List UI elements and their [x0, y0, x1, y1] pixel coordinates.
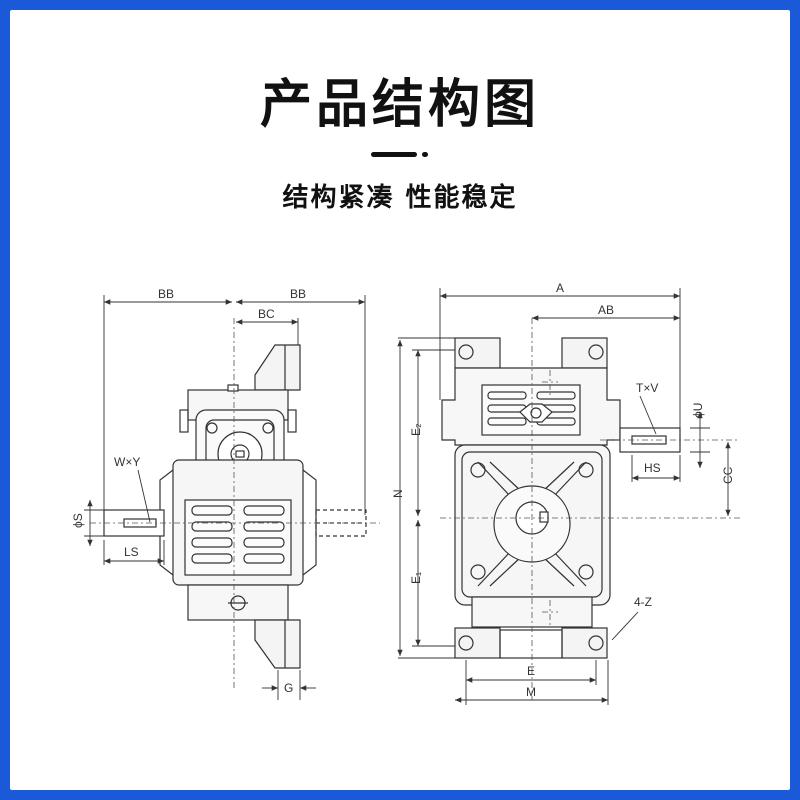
- label-m: M: [526, 685, 536, 699]
- label-bc: BC: [258, 307, 275, 321]
- label-phi-u: ϕU: [691, 403, 705, 418]
- page-subtitle: 结构紧凑 性能稳定: [282, 183, 518, 213]
- label-4z: 4-Z: [634, 595, 652, 609]
- title-underline-dot: [422, 152, 428, 157]
- label-bb-left: BB: [158, 287, 174, 301]
- label-wxy: W×Y: [114, 455, 140, 469]
- label-e2: E₂: [409, 423, 423, 436]
- label-cc: CC: [721, 466, 735, 484]
- title-underline: [371, 152, 417, 157]
- label-ls: LS: [124, 545, 139, 559]
- label-ab: AB: [598, 303, 614, 317]
- front-view: [441, 337, 681, 659]
- side-view: [103, 344, 367, 669]
- label-e: E: [527, 664, 535, 678]
- label-n: N: [391, 489, 405, 498]
- label-phi-s: ϕS: [71, 513, 85, 528]
- page-title: 产品结构图: [259, 75, 540, 135]
- label-e1: E₁: [409, 572, 423, 584]
- label-a: A: [556, 281, 564, 295]
- label-g: G: [284, 681, 293, 695]
- label-hs: HS: [644, 461, 661, 475]
- label-txv: T×V: [636, 381, 658, 395]
- label-bb-right: BB: [290, 287, 306, 301]
